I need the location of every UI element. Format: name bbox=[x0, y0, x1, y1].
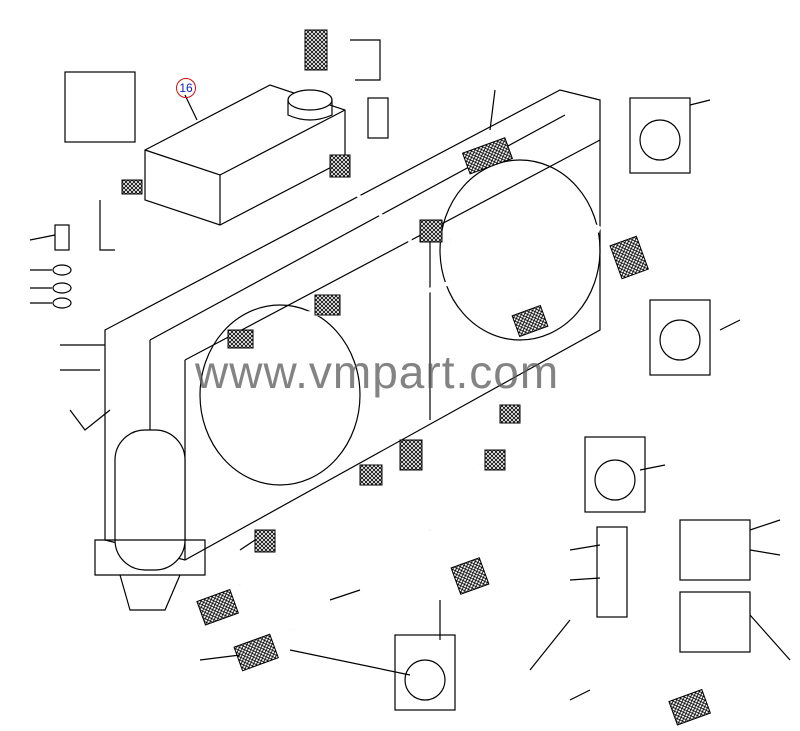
clamp-detail-boxes bbox=[64, 71, 751, 711]
fastener-stack bbox=[52, 224, 72, 309]
hoses bbox=[69, 39, 693, 704]
leader-lines bbox=[29, 89, 791, 701]
filter-canister bbox=[94, 429, 206, 611]
radiator-assembly bbox=[104, 89, 601, 561]
hose-couplings bbox=[121, 29, 712, 726]
watermark-text: www.vmpart.com bbox=[195, 346, 560, 398]
part-callout-16: 16 bbox=[176, 78, 196, 98]
expansion-tank bbox=[144, 84, 346, 226]
